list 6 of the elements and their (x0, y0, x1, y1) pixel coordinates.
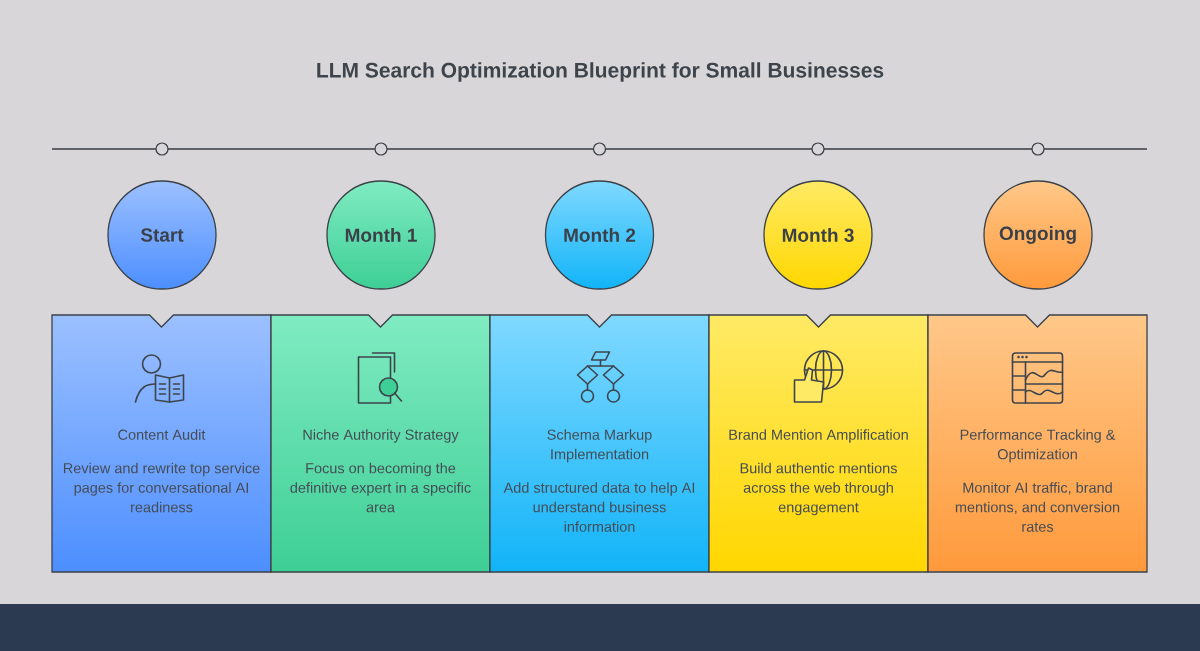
step-panel: Brand Mention Amplification Build authentic mentions across the web through engagement (708, 314, 929, 573)
step-panel: Niche Authority Strategy Focus on becoming the definitive expert in a specific area (270, 314, 491, 573)
step-panel: Content Audit Review and rewrite top service pages for conversational AI readiness (51, 314, 272, 573)
title: LLM Search Optimization Blueprint for Small Businesses (317, 62, 884, 82)
step-panel: Schema Markup Implementation Add structured data to help AI understand business information (489, 314, 710, 573)
step-panel: Performance Tracking & Optimization Monitor AI traffic, brand mentions, and conversion rates (927, 314, 1148, 573)
